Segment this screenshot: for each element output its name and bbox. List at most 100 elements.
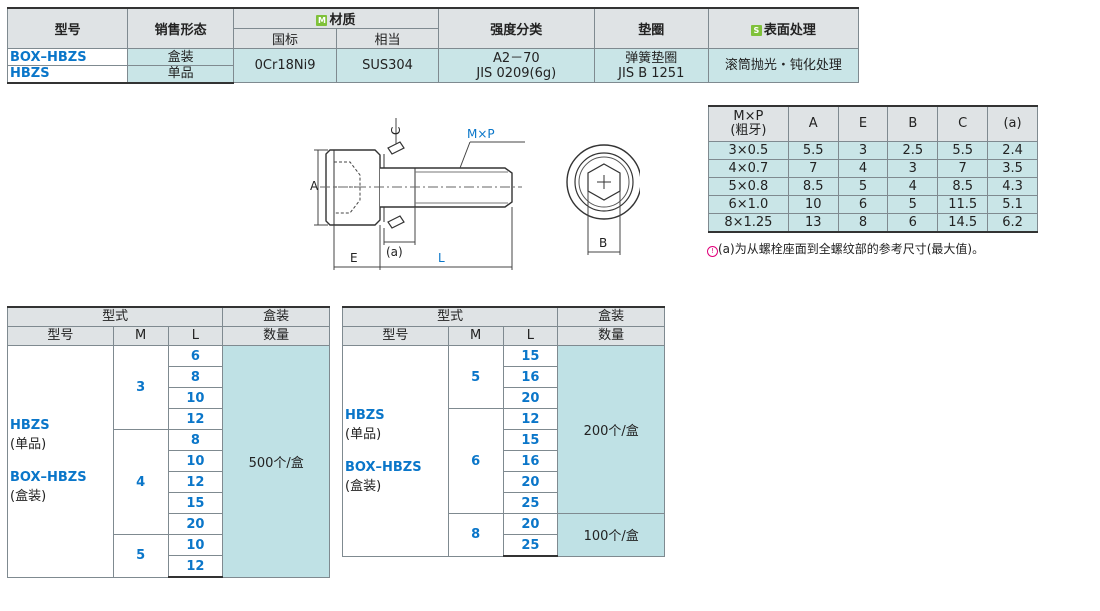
order-qty: 200个/盒 xyxy=(557,345,665,514)
header-c: C xyxy=(937,105,989,142)
spec-surface: 滚筒抛光・钝化处理 xyxy=(707,48,860,83)
cell-c: 14.5 xyxy=(937,212,989,233)
order-model-cell: HBZS (单品) BOX–HBZS (盒装) xyxy=(342,345,449,557)
header-mp: M×P (粗牙) xyxy=(708,105,789,142)
header-model: 型号 xyxy=(342,326,449,346)
cell-a: 5.5 xyxy=(787,140,839,160)
order-pack-1: (单品) xyxy=(10,437,47,453)
cell-b: 6 xyxy=(887,212,939,233)
cell-ap: 6.2 xyxy=(987,212,1038,233)
cell-e: 8 xyxy=(837,212,889,233)
cell-ap: 3.5 xyxy=(987,158,1038,178)
cell-e: 6 xyxy=(837,194,889,214)
header-box-line2: 数量 xyxy=(222,326,330,346)
order-model-2: BOX–HBZS xyxy=(10,470,87,486)
order-table-left: 型式 盒装 型号 M L 数量 HBZS (单品) BOX–HBZS (盒装) … xyxy=(6,306,330,578)
order-l: 10 xyxy=(167,387,224,409)
spec-strength-line2: JIS 0209(6g) xyxy=(476,65,557,81)
dim-label-b: B xyxy=(599,236,607,250)
order-model-1: HBZS xyxy=(345,407,385,423)
table-row: HBZS (单品) BOX–HBZS (盒装) 3 6 500个/盒 xyxy=(7,345,330,578)
spec-strength-line1: A2－70 xyxy=(492,50,540,66)
table-row: 4 8 xyxy=(8,429,330,535)
header-e: E xyxy=(837,105,889,142)
cell-ap: 2.4 xyxy=(987,140,1038,160)
table-row: 12 xyxy=(8,555,330,578)
dimension-note-text: (a)为从螺栓座面到全螺纹部的参考尺寸(最大值)。 xyxy=(718,242,985,256)
order-qty: 500个/盒 xyxy=(222,345,330,578)
spec-washer: 弹簧垫圈 JIS B 1251 xyxy=(593,48,709,83)
order-m: 8 xyxy=(447,513,504,557)
order-pack-2: (盒装) xyxy=(345,478,382,494)
cell-ap: 5.1 xyxy=(987,194,1038,214)
cell-a: 10 xyxy=(787,194,839,214)
order-pack-2: (盒装) xyxy=(10,489,47,505)
spec-model: HBZS xyxy=(6,65,129,84)
cell-a: 8.5 xyxy=(787,176,839,196)
table-row: 20 xyxy=(343,387,665,409)
order-table-right: 型式 盒装 型号 M L 数量 HBZS (单品) BOX–HBZS (盒装) … xyxy=(341,306,665,557)
order-l: 16 xyxy=(502,366,559,388)
cell-b: 5 xyxy=(887,194,939,214)
table-row: 12 xyxy=(8,471,330,493)
order-l: 25 xyxy=(502,492,559,514)
order-l: 16 xyxy=(502,450,559,472)
order-model-1: HBZS xyxy=(10,418,50,434)
dimension-note: !(a)为从螺栓座面到全螺纹部的参考尺寸(最大值)。 xyxy=(707,240,984,257)
order-model-cell: HBZS (单品) BOX–HBZS (盒装) xyxy=(7,345,114,578)
header-l: L xyxy=(167,326,224,346)
table-row: 5 10 xyxy=(8,534,330,578)
header-mp-line2: (粗牙) xyxy=(730,122,767,138)
table-row: 25 xyxy=(343,492,665,514)
order-model-2: BOX–HBZS xyxy=(345,459,422,475)
header-type: 型式 xyxy=(6,306,224,327)
table-row: 10 xyxy=(8,450,330,472)
spec-strength: A2－70 JIS 0209(6g) xyxy=(437,48,595,83)
table-row: 16 xyxy=(343,366,665,388)
header-box-line1: 盒装 xyxy=(557,306,665,327)
order-l: 20 xyxy=(167,513,224,535)
order-l: 20 xyxy=(502,513,559,535)
spec-material-std: 0Cr18Ni9 xyxy=(233,48,338,83)
cell-e: 5 xyxy=(837,176,889,196)
order-m: 6 xyxy=(447,408,504,514)
dim-label-mp: M×P xyxy=(467,127,495,141)
spec-model: BOX–HBZS xyxy=(6,48,129,66)
order-l: 6 xyxy=(167,345,224,367)
table-row: 25 xyxy=(343,534,665,557)
cell-c: 11.5 xyxy=(937,194,989,214)
dim-label-ap: (a) xyxy=(386,245,403,259)
bolt-drawing: A C M×P (a) E L B xyxy=(310,118,640,270)
order-m: 3 xyxy=(112,345,169,430)
order-l: 12 xyxy=(502,408,559,430)
cell-e: 3 xyxy=(837,140,889,160)
header-strength: 强度分类 xyxy=(437,7,595,49)
header-material-equiv: 相当 xyxy=(336,28,439,49)
order-l: 15 xyxy=(502,429,559,451)
header-box-line1: 盒装 xyxy=(222,306,330,327)
table-row: 12 xyxy=(8,408,330,430)
header-m: M xyxy=(447,326,504,346)
cell-c: 5.5 xyxy=(937,140,989,160)
table-row: 6 12 xyxy=(343,408,665,514)
cell-c: 8.5 xyxy=(937,176,989,196)
header-a: A xyxy=(787,105,839,142)
table-row: HBZS (单品) BOX–HBZS (盒装) 5 15 200个/盒 xyxy=(342,345,665,557)
table-row: 15 xyxy=(343,429,665,451)
order-l: 10 xyxy=(167,534,224,556)
order-qty: 100个/盒 xyxy=(557,513,665,557)
cell-e: 4 xyxy=(837,158,889,178)
order-l: 8 xyxy=(167,366,224,388)
order-l: 12 xyxy=(167,408,224,430)
spec-sales-form: 单品 xyxy=(127,65,235,84)
spec-row: HBZS 单品 xyxy=(6,65,859,84)
order-m: 5 xyxy=(447,345,504,409)
